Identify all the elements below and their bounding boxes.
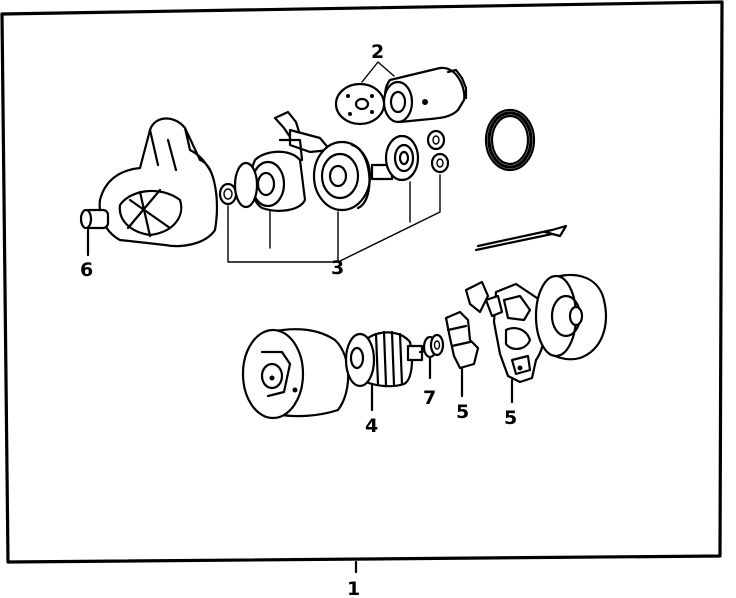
seal-ring-part: [484, 108, 536, 172]
callout-5b: 5: [504, 407, 517, 429]
solenoid-gasket-part: [334, 82, 386, 126]
callout-2: 2: [371, 41, 384, 63]
end-frame-part: [534, 273, 608, 361]
callout-3: 3: [331, 257, 344, 279]
pinion-gear-part: [370, 134, 420, 182]
nut-part: [218, 182, 238, 206]
drive-housing-part: [79, 117, 218, 248]
solenoid-part: [382, 66, 468, 124]
callout-7: 7: [423, 387, 436, 409]
assembly-frame: [0, 0, 724, 564]
callout-4: 4: [365, 415, 378, 437]
leader-bracket-3: [227, 174, 441, 263]
callout-5a: 5: [456, 401, 469, 423]
callout-1: 1: [347, 578, 360, 598]
field-frame-part: [241, 328, 350, 420]
gear-wheel-part: [312, 140, 372, 212]
washer-part: [422, 333, 445, 359]
brush-holder-part: [444, 280, 490, 370]
lever-part: [273, 110, 332, 154]
armature-part: [344, 330, 434, 388]
small-washers-part: [426, 129, 450, 174]
thru-bolt-part: [474, 224, 568, 252]
brush-plate-part: [484, 282, 547, 384]
callout-6: 6: [80, 259, 93, 281]
leader-line-2: [361, 61, 395, 83]
clutch-part: [233, 138, 307, 212]
